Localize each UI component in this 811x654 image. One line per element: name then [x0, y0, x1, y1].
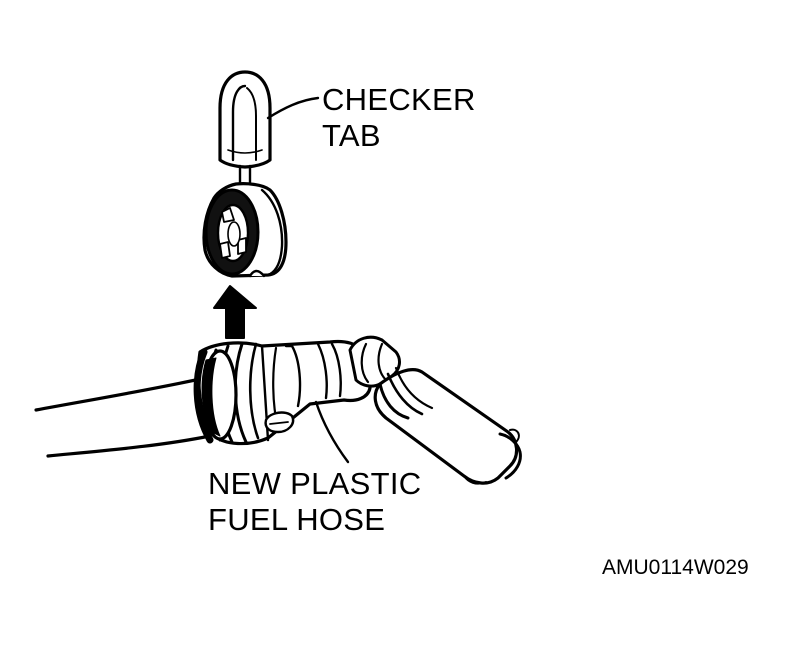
up-arrow-icon	[213, 285, 257, 339]
checker-tab-label: CHECKER TAB	[322, 82, 476, 154]
plastic-fuel-hose	[348, 335, 522, 485]
checker-ring	[202, 182, 288, 278]
quick-connector-body	[193, 339, 372, 446]
fuel-hose-label-line-1: NEW PLASTIC	[208, 466, 422, 501]
fuel-hose-label-line-2: FUEL HOSE	[208, 502, 386, 537]
figure-code: AMU0114W029	[602, 556, 749, 579]
leader-lines	[266, 96, 350, 464]
fuel-hose-leader-line	[314, 400, 350, 464]
fuel-hose-label: NEW PLASTIC FUEL HOSE	[208, 466, 421, 538]
checker-tab-label-line-2: TAB	[322, 118, 381, 153]
checker-tab-cap	[218, 70, 272, 186]
checker-tab-label-line-1: CHECKER	[322, 82, 476, 117]
checker-tab-leader-line	[266, 96, 320, 120]
fuel-pipe	[34, 376, 212, 458]
